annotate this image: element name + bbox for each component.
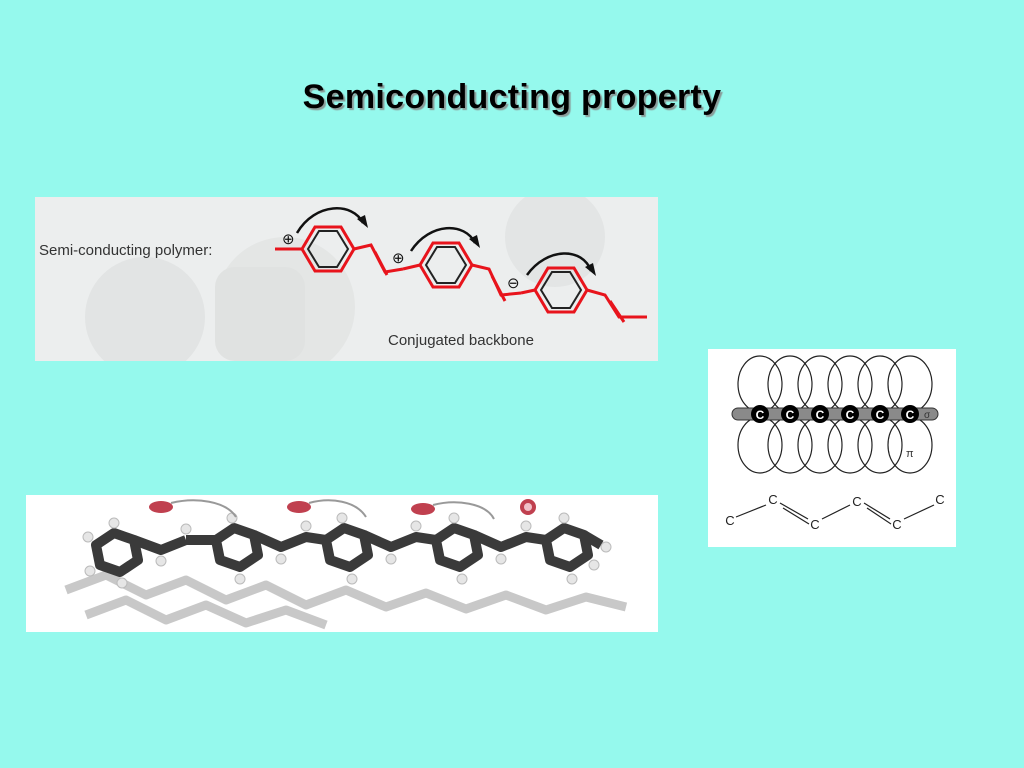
chain-atom-3: C <box>816 408 825 422</box>
zigzag-bonds <box>735 502 935 525</box>
pi-label: π <box>906 448 914 460</box>
hydrogen-atoms <box>82 512 612 589</box>
chain-atom-6: C <box>906 408 915 422</box>
polymer-diagram-panel: Semi-conducting polymer: Conjugated back… <box>35 197 658 361</box>
zigzag-atom-4: C <box>852 494 861 509</box>
zigzag-atom-1: C <box>725 513 734 528</box>
backbone-caption: Conjugated backbone <box>388 332 534 349</box>
zigzag-atom-6: C <box>935 492 944 507</box>
chain-atom-1: C <box>756 408 765 422</box>
orbital-diagram-panel: C C C C C C σ π C C C C C C <box>708 349 956 547</box>
zigzag-atom-5: C <box>892 517 901 532</box>
conjugated-backbone <box>275 225 647 323</box>
molecule-render-panel <box>26 495 658 632</box>
chain-atom-5: C <box>876 408 885 422</box>
chain-atom-2: C <box>786 408 795 422</box>
polymer-label: Semi-conducting polymer: <box>39 242 212 259</box>
chain-atom-4: C <box>846 408 855 422</box>
carbon-chain <box>751 405 919 423</box>
charge-symbol-3: ⊖ <box>507 275 520 292</box>
charge-symbol-1: ⊕ <box>282 231 295 248</box>
charge-hopping-arrows <box>295 207 593 276</box>
charge-symbol-2: ⊕ <box>392 250 405 267</box>
zigzag-atom-3: C <box>810 517 819 532</box>
slide-title: Semiconducting property <box>302 78 722 116</box>
sigma-label: σ <box>924 410 931 421</box>
zigzag-atom-2: C <box>768 492 777 507</box>
orbital-diagram: C C C C C C σ π C C C C C C <box>725 355 945 532</box>
charge-carriers <box>149 499 536 515</box>
polymer-diagram: Semi-conducting polymer: Conjugated back… <box>39 197 647 361</box>
carbon-backbone <box>91 523 604 577</box>
molecule-render <box>64 499 628 630</box>
